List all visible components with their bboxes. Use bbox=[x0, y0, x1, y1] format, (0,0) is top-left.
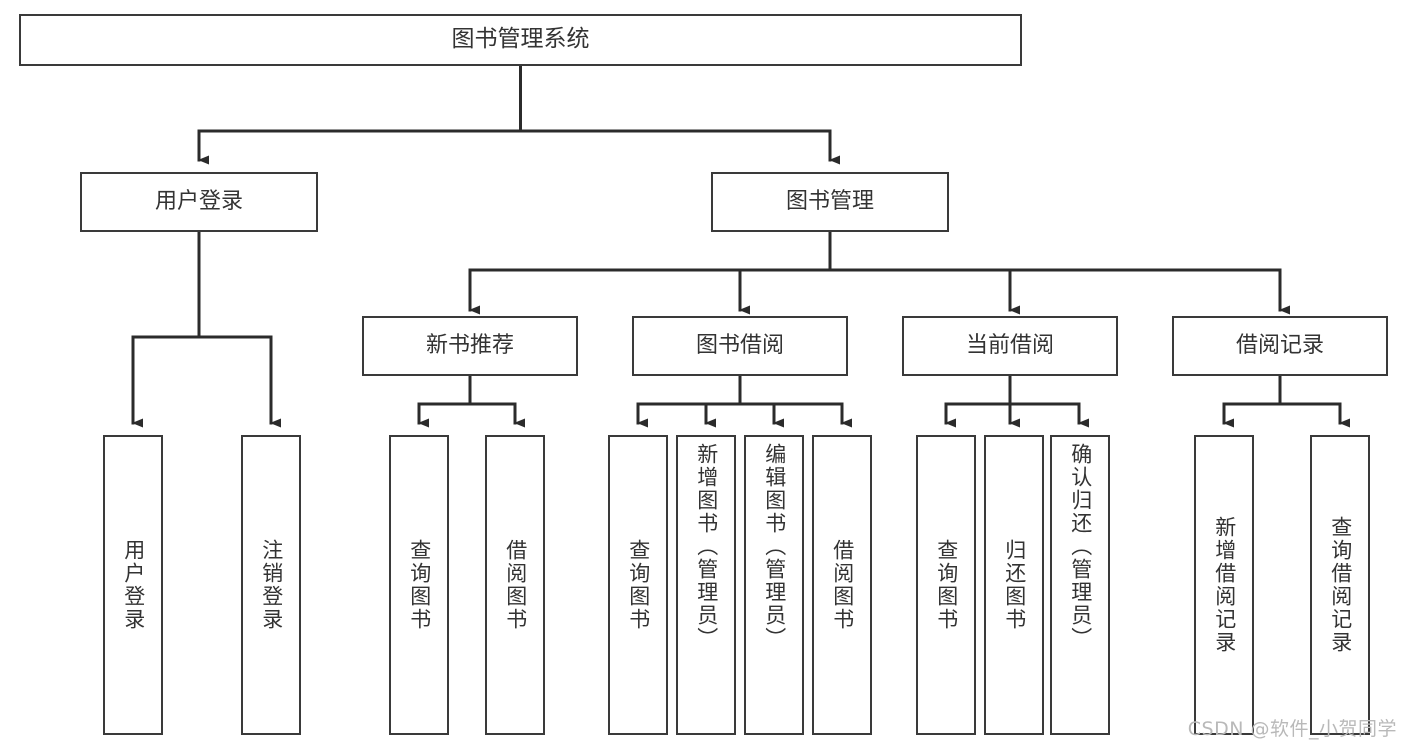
node-label: 用户登录 bbox=[121, 539, 146, 631]
node-label: 图书管理系统 bbox=[451, 26, 590, 53]
node-label: 查询图书 bbox=[934, 539, 959, 631]
node-label: 图书管理 bbox=[785, 188, 874, 214]
node-label: 查询借阅记录 bbox=[1328, 516, 1353, 654]
node-label: 当前借阅 bbox=[965, 332, 1054, 358]
leaf-borrow-record-query-record[interactable]: 查询借阅记录 bbox=[1310, 435, 1370, 735]
leaf-new-book-borrow-book[interactable]: 借阅图书 bbox=[485, 435, 545, 735]
node-label: 新增图书（管理员） bbox=[694, 443, 719, 650]
node-label: 借阅图书 bbox=[503, 539, 528, 631]
leaf-current-borrow-return-book[interactable]: 归还图书 bbox=[984, 435, 1044, 735]
node-user-login[interactable]: 用户登录 bbox=[80, 172, 318, 232]
node-label: 借阅记录 bbox=[1235, 332, 1324, 358]
node-current-borrow[interactable]: 当前借阅 bbox=[902, 316, 1118, 376]
leaf-user-login-signin[interactable]: 用户登录 bbox=[103, 435, 163, 735]
node-label: 新书推荐 bbox=[425, 332, 514, 358]
node-label: 归还图书 bbox=[1002, 539, 1027, 631]
node-root-book-management-system[interactable]: 图书管理系统 bbox=[19, 14, 1022, 66]
leaf-book-borrow-edit-book-admin[interactable]: 编辑图书（管理员） bbox=[744, 435, 804, 735]
node-label: 查询图书 bbox=[407, 539, 432, 631]
leaf-current-borrow-query-book[interactable]: 查询图书 bbox=[916, 435, 976, 735]
node-label: 编辑图书（管理员） bbox=[762, 443, 787, 650]
leaf-borrow-record-add-record[interactable]: 新增借阅记录 bbox=[1194, 435, 1254, 735]
leaf-book-borrow-borrow-book[interactable]: 借阅图书 bbox=[812, 435, 872, 735]
leaf-current-borrow-confirm-return-admin[interactable]: 确认归还（管理员） bbox=[1050, 435, 1110, 735]
leaf-book-borrow-add-book-admin[interactable]: 新增图书（管理员） bbox=[676, 435, 736, 735]
node-label: 确认归还（管理员） bbox=[1068, 443, 1093, 650]
node-label: 注销登录 bbox=[259, 539, 284, 631]
node-book-management[interactable]: 图书管理 bbox=[711, 172, 949, 232]
node-label: 图书借阅 bbox=[695, 332, 784, 358]
node-label: 查询图书 bbox=[626, 539, 651, 631]
leaf-book-borrow-query-book[interactable]: 查询图书 bbox=[608, 435, 668, 735]
node-label: 借阅图书 bbox=[830, 539, 855, 631]
leaf-new-book-query-book[interactable]: 查询图书 bbox=[389, 435, 449, 735]
node-borrow-record[interactable]: 借阅记录 bbox=[1172, 316, 1388, 376]
leaf-user-login-signout[interactable]: 注销登录 bbox=[241, 435, 301, 735]
node-label: 用户登录 bbox=[154, 188, 243, 214]
node-new-book-recommend[interactable]: 新书推荐 bbox=[362, 316, 578, 376]
node-label: 新增借阅记录 bbox=[1212, 516, 1237, 654]
node-book-borrow[interactable]: 图书借阅 bbox=[632, 316, 848, 376]
